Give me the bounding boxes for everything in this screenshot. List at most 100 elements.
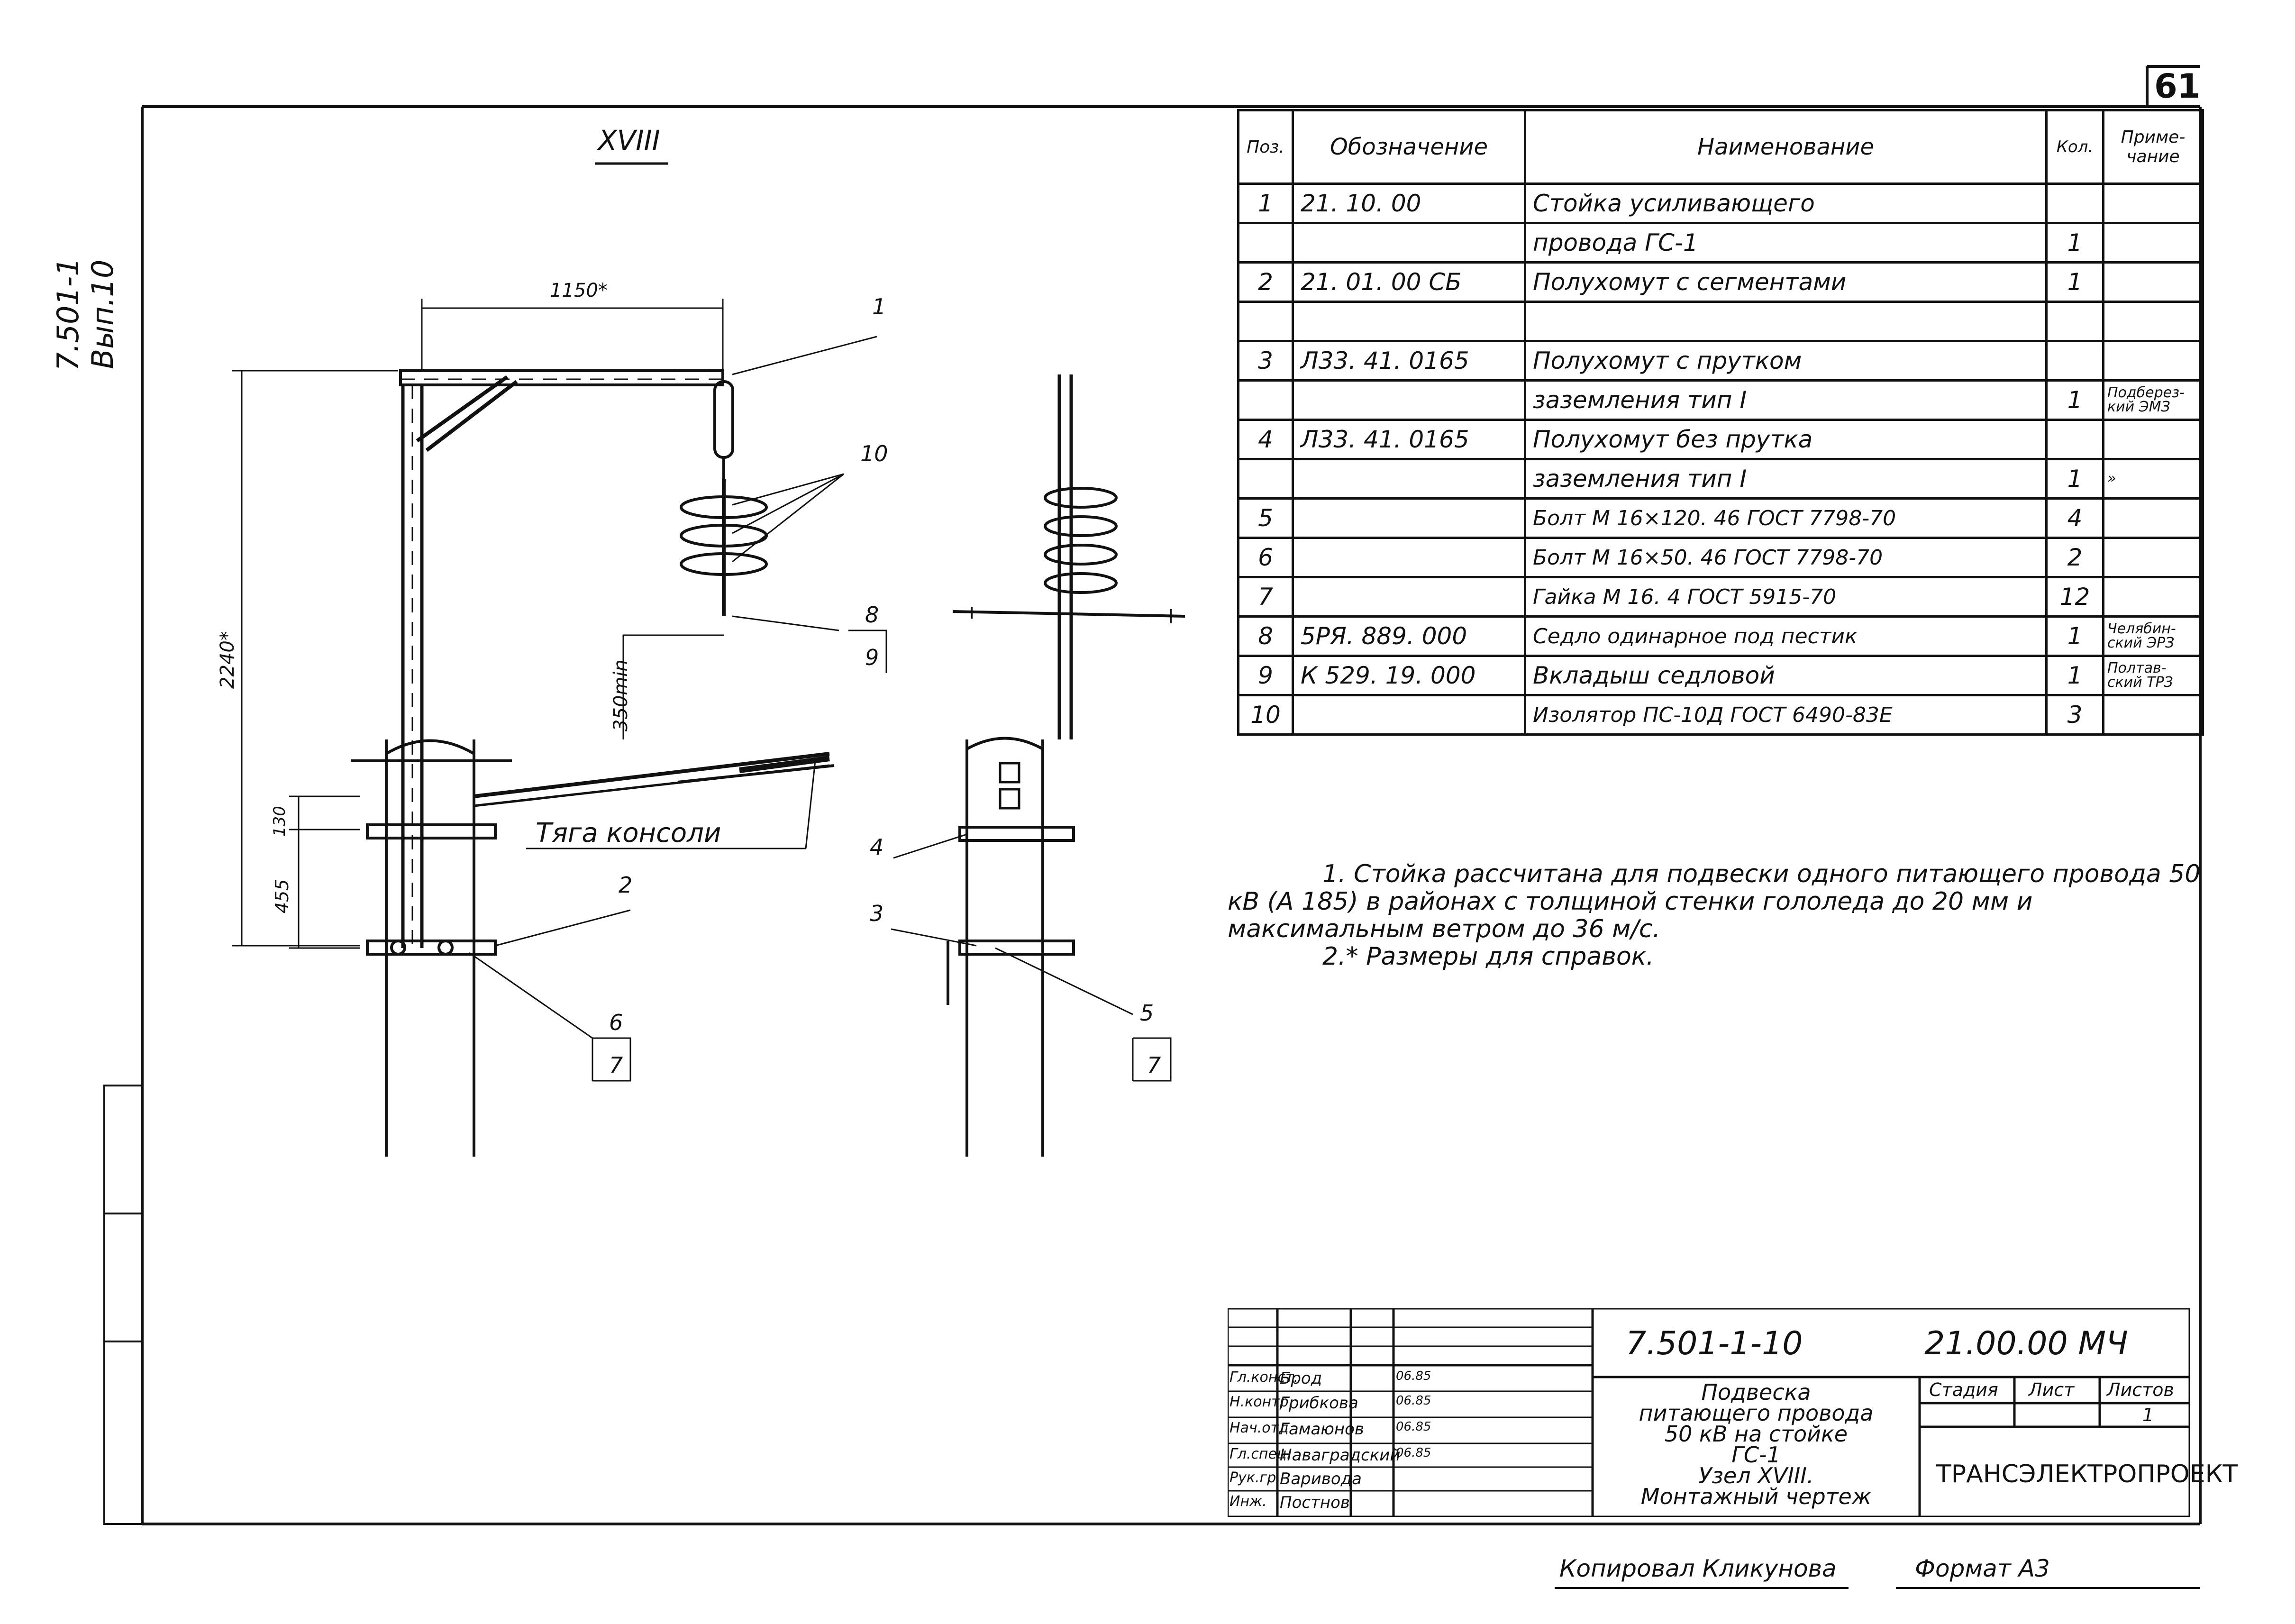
spec-cell: 5 xyxy=(1237,497,1294,539)
dim-width: 1150* xyxy=(550,280,608,301)
spec-cell: 6 xyxy=(1237,537,1294,578)
notes: 1. Стойка рассчитана для подвески одного… xyxy=(1228,860,2204,970)
dim-130: 130 xyxy=(270,806,289,837)
spec-cell: Болт М 16×120. 46 ГОСТ 7798-70 xyxy=(1524,497,2048,539)
spec-cell: 2 xyxy=(1237,261,1294,303)
callout-3: 3 xyxy=(870,901,884,926)
spec-cell: Полухомут с сегментами xyxy=(1524,261,2048,303)
spec-cell xyxy=(1292,497,1526,539)
spec-cell: провода ГС-1 xyxy=(1524,222,2048,264)
spec-cell: 12 xyxy=(2045,576,2104,618)
traction-label: Тяга консоли xyxy=(536,818,721,848)
spec-cell xyxy=(2102,576,2204,618)
spec-cell: 5РЯ. 889. 000 xyxy=(1292,615,1526,657)
spec-cell: Седло одинарное под пестик xyxy=(1524,615,2048,657)
sheets-label: Листов xyxy=(2107,1379,2174,1400)
paper-format: Формат А3 xyxy=(1915,1555,2050,1582)
dim-455: 455 xyxy=(272,879,292,913)
spec-cell: 1 xyxy=(2045,615,2104,657)
drawing-title: Подвеска питающего провода 50 кВ на стой… xyxy=(1639,1379,1874,1509)
callout-9: 9 xyxy=(865,645,879,670)
note-2: 2.* Размеры для справок. xyxy=(1322,942,1654,971)
spec-cell: 3 xyxy=(1237,340,1294,382)
title-block-name: Брод xyxy=(1280,1369,1322,1388)
spec-cell: Изолятор ПС-10Д ГОСТ 6490-83Е xyxy=(1524,694,2048,736)
spec-cell: Л33. 41. 0165 xyxy=(1292,340,1526,382)
spec-cell: К 529. 19. 000 xyxy=(1292,655,1526,696)
spec-cell: Болт М 16×50. 46 ГОСТ 7798-70 xyxy=(1524,537,2048,578)
sheet-label: Лист xyxy=(2029,1379,2075,1400)
spec-cell: Полухомут с прутком xyxy=(1524,340,2048,382)
spec-cell xyxy=(2102,261,2204,303)
spec-cell xyxy=(2102,182,2204,224)
title-block-name: Наваградский xyxy=(1280,1446,1401,1465)
stage-label: Стадия xyxy=(1929,1379,1998,1400)
spec-cell xyxy=(2102,222,2204,264)
spec-cell: 21. 01. 00 СБ xyxy=(1292,261,1526,303)
spec-cell xyxy=(2102,340,2204,382)
spec-cell: Полтав-ский ТРЗ xyxy=(2102,655,2204,696)
spec-cell xyxy=(2102,301,2204,342)
title-block-role: Гл.конст. xyxy=(1229,1369,1299,1386)
callout-8: 8 xyxy=(865,602,879,628)
dim-height: 2240* xyxy=(217,631,238,689)
doc-code: 21.00.00 МЧ xyxy=(1924,1325,2128,1362)
title-block-date: 06.85 xyxy=(1396,1369,1431,1383)
spec-cell: 21. 10. 00 xyxy=(1292,182,1526,224)
spec-cell xyxy=(2102,419,2204,460)
spec-cell: 9 xyxy=(1237,655,1294,696)
col-name: Наименование xyxy=(1524,109,2048,185)
spec-cell xyxy=(2045,182,2104,224)
callout-5: 5 xyxy=(1140,1000,1154,1026)
spec-cell xyxy=(2045,419,2104,460)
spec-cell: 7 xyxy=(1237,576,1294,618)
callout-2: 2 xyxy=(619,872,633,898)
callout-1: 1 xyxy=(872,294,886,319)
sheets-value: 1 xyxy=(2142,1405,2154,1425)
spec-table-row xyxy=(1237,301,2204,342)
spec-cell xyxy=(1524,301,2048,342)
spec-cell: заземления тип I xyxy=(1524,458,2048,500)
spec-cell xyxy=(1292,694,1526,736)
title-block-name: Грибкова xyxy=(1280,1394,1358,1413)
callout-7-side: 7 xyxy=(1147,1052,1161,1078)
title-block-name: Варивода xyxy=(1280,1469,1362,1488)
spec-cell: 1 xyxy=(2045,379,2104,421)
spec-cell: Стойка усиливающего xyxy=(1524,182,2048,224)
spec-cell: 1 xyxy=(2045,458,2104,500)
copied-by: Копировал Кликунова xyxy=(1559,1555,1837,1582)
spec-cell: Челябин-ский ЭРЗ xyxy=(2102,615,2204,657)
spec-cell xyxy=(2102,497,2204,539)
spec-cell: » xyxy=(2102,458,2204,500)
spec-cell xyxy=(1292,458,1526,500)
spec-cell xyxy=(2045,340,2104,382)
spec-cell: Полухомут без прутка xyxy=(1524,419,2048,460)
col-pos: Поз. xyxy=(1237,109,1294,185)
organization: ТРАНСЭЛЕКТРОПРОЕКТ xyxy=(1936,1460,2238,1488)
spec-cell: Гайка М 16. 4 ГОСТ 5915-70 xyxy=(1524,576,2048,618)
spec-table-header: Поз. Обозначение Наименование Кол. Приме… xyxy=(1237,109,2204,185)
spec-cell: 8 xyxy=(1237,615,1294,657)
col-designation: Обозначение xyxy=(1292,109,1526,185)
spec-cell xyxy=(1292,379,1526,421)
col-note: Приме-чание xyxy=(2102,109,2204,185)
title-block-role: Инж. xyxy=(1229,1493,1267,1510)
title-block-role: Рук.гр. xyxy=(1229,1469,1281,1486)
spec-cell: 1 xyxy=(2045,261,2104,303)
title-block-role: Гл.спец. xyxy=(1229,1446,1291,1462)
spec-cell: 1 xyxy=(2045,655,2104,696)
spec-cell: 10 xyxy=(1237,694,1294,736)
callout-6: 6 xyxy=(609,1010,623,1035)
